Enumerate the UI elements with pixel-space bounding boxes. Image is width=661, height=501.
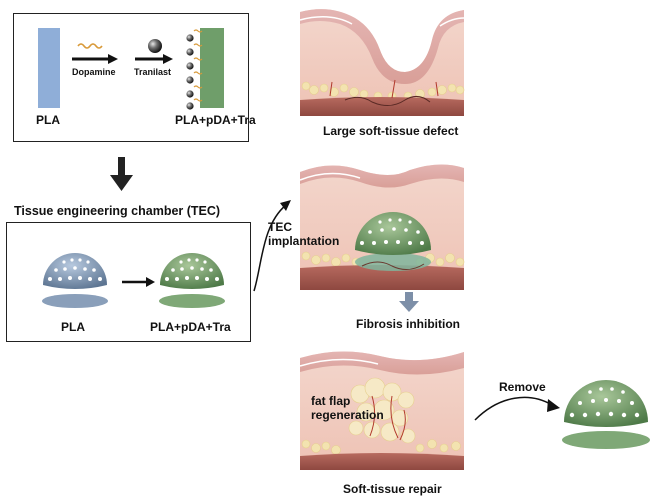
remove-arrow — [474, 396, 553, 421]
repair-panel — [299, 351, 464, 470]
tec-title: Tissue engineering chamber (TEC) — [14, 204, 221, 218]
tec-pla-label: PLA — [61, 320, 85, 334]
strip-coated-label: PLA+pDA+Tra — [175, 113, 256, 127]
strip-pla-label: PLA — [36, 113, 60, 127]
coated-strip — [200, 28, 224, 108]
fibrosis-caption: Fibrosis inhibition — [356, 317, 460, 331]
implant-arrow — [253, 204, 287, 292]
remove-label: Remove — [499, 380, 546, 394]
dopamine-wave-icon — [77, 43, 103, 49]
coated-chamber — [159, 253, 225, 308]
dopamine-label: Dopamine — [72, 67, 116, 77]
coating-particles — [186, 34, 194, 110]
pla-chamber — [42, 253, 108, 308]
tranilast-label: Tranilast — [134, 67, 172, 77]
tec-coated-label: PLA+pDA+Tra — [150, 320, 231, 334]
defect-panel — [299, 8, 465, 116]
implant-label: TEC implantation — [268, 220, 340, 248]
regen-label: fat flap regeneration — [311, 394, 384, 422]
implant-panel — [299, 164, 465, 290]
pla-strip — [38, 28, 60, 108]
removed-chamber — [562, 380, 650, 449]
defect-caption: Large soft-tissue defect — [323, 124, 459, 138]
tranilast-molecule-icon — [148, 39, 162, 53]
repair-caption: Soft-tissue repair — [343, 482, 442, 496]
